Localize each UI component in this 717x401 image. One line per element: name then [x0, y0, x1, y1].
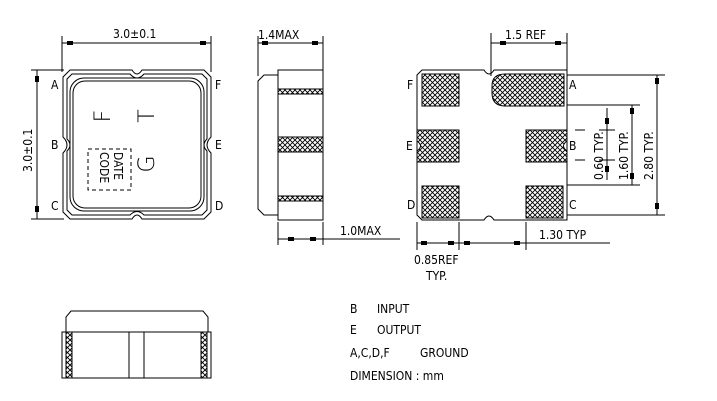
pad-c — [525, 185, 564, 219]
dim-0-85-typ: TYP. — [425, 269, 447, 283]
top-width-dim: 3.0±0.1 — [113, 27, 156, 41]
bottom-pin-e: E — [406, 139, 413, 153]
legend-fn-2: OUTPUT — [377, 323, 421, 337]
legend-fn-3: GROUND — [420, 346, 469, 360]
legend-units: DIMENSION : mm — [350, 369, 444, 383]
top-height-dim: 3.0±0.1 — [21, 129, 35, 172]
top-pin-d: D — [215, 199, 223, 213]
marking-g: G — [135, 155, 160, 172]
dim-0-85: 0.85REF — [414, 253, 459, 267]
bottom-pin-b: B — [569, 139, 576, 153]
bottom-pin-d: D — [407, 198, 415, 212]
marking-t: T — [135, 109, 160, 122]
pad-e — [416, 129, 460, 163]
dim-2-80: 2.80 TYP. — [642, 131, 656, 180]
date-code-line2: CODE — [97, 152, 111, 183]
legend-pin-2: E — [350, 323, 357, 337]
side-top-dim: 1.4MAX — [258, 28, 300, 42]
dim-0-60: 0.60 TYP. — [592, 131, 606, 180]
bottom-pin-c: C — [569, 198, 577, 212]
bottom-pin-a: A — [569, 78, 577, 92]
date-code-line1: DATE — [111, 152, 125, 180]
pad-f — [421, 73, 460, 107]
pin-legend: B INPUT E OUTPUT A,C,D,F GROUND DIMENSIO… — [350, 302, 469, 383]
side-view: 1.4MAX 1.0MAX — [257, 28, 400, 245]
top-pin-f: F — [215, 78, 221, 92]
top-view: 3.0±0.1 3.0±0.1 A B C F E D T G F DATE C… — [21, 27, 223, 220]
side-bottom-dim: 1.0MAX — [340, 224, 382, 238]
legend-pin-1: B — [350, 302, 357, 316]
marking-f: F — [91, 110, 116, 123]
pad-a — [491, 73, 565, 107]
bottom-top-dim: 1.5 REF — [505, 28, 546, 42]
dim-1-30: 1.30 TYP — [539, 228, 587, 242]
bottom-pin-f: F — [407, 78, 413, 92]
legend-pin-3: A,C,D,F — [350, 346, 390, 360]
pad-b — [525, 129, 568, 163]
top-pin-c: C — [51, 199, 59, 213]
pad-d — [421, 185, 460, 219]
end-view — [61, 310, 212, 379]
top-pin-e: E — [215, 138, 222, 152]
top-pin-b: B — [51, 138, 58, 152]
bottom-view: 1.5 REF F E D A B C 0.60 TYP. — [406, 28, 665, 283]
top-pin-a: A — [51, 78, 59, 92]
legend-fn-1: INPUT — [377, 302, 410, 316]
dim-1-60: 1.60 TYP. — [617, 131, 631, 180]
date-code-box — [87, 148, 132, 191]
